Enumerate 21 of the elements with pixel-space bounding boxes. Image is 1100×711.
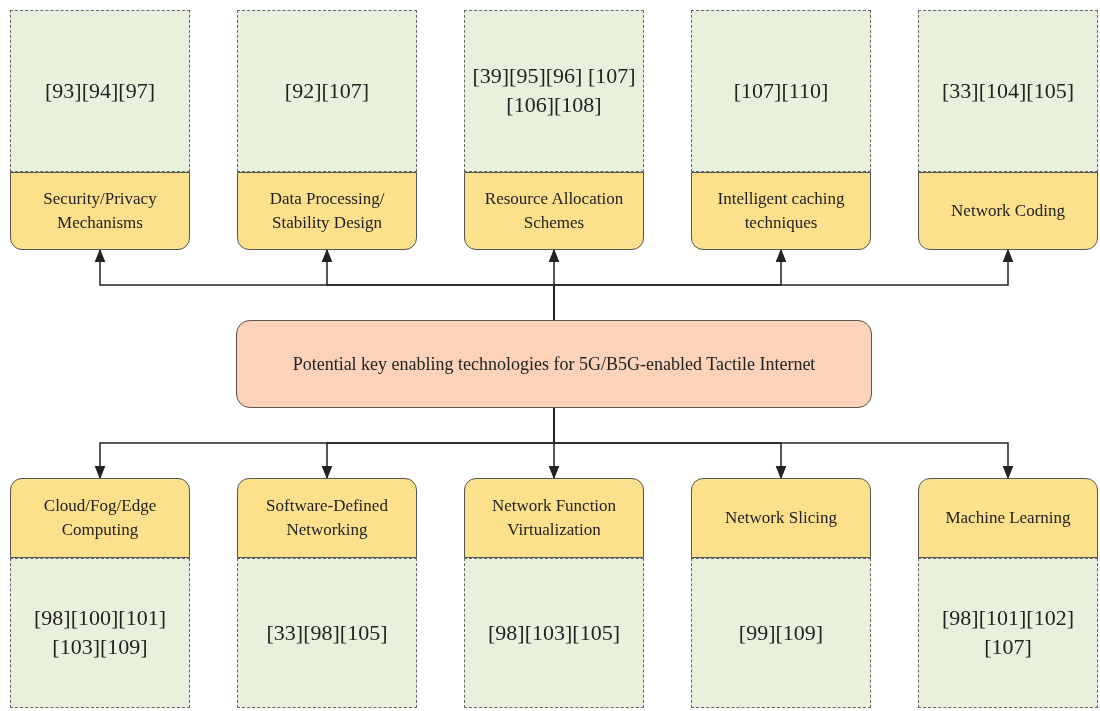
reference-panel: [99][109] [691,558,871,708]
technology-box: Network Slicing [691,478,871,558]
technology-box: Security/Privacy Mechanisms [10,172,190,250]
reference-panel: [98][103][105] [464,558,644,708]
technology-box: Machine Learning [918,478,1098,558]
reference-panel: [93][94][97] [10,10,190,172]
technology-box: Cloud/Fog/Edge Computing [10,478,190,558]
reference-panel: [92][107] [237,10,417,172]
technology-box: Data Processing/ Stability Design [237,172,417,250]
technology-box: Software-Defined Networking [237,478,417,558]
reference-panel: [39][95][96] [107][106][108] [464,10,644,172]
reference-panel: [107][110] [691,10,871,172]
technology-box: Resource Allocation Schemes [464,172,644,250]
technology-box: Intelligent caching techniques [691,172,871,250]
central-topic-box: Potential key enabling technologies for 5G/B5G-enabled Tactile Internet [236,320,872,408]
reference-panel: [98][101][102] [107] [918,558,1098,708]
reference-panel: [33][98][105] [237,558,417,708]
reference-panel: [98][100][101] [103][109] [10,558,190,708]
technology-box: Network Coding [918,172,1098,250]
reference-panel: [33][104][105] [918,10,1098,172]
technology-box: Network Function Virtualization [464,478,644,558]
